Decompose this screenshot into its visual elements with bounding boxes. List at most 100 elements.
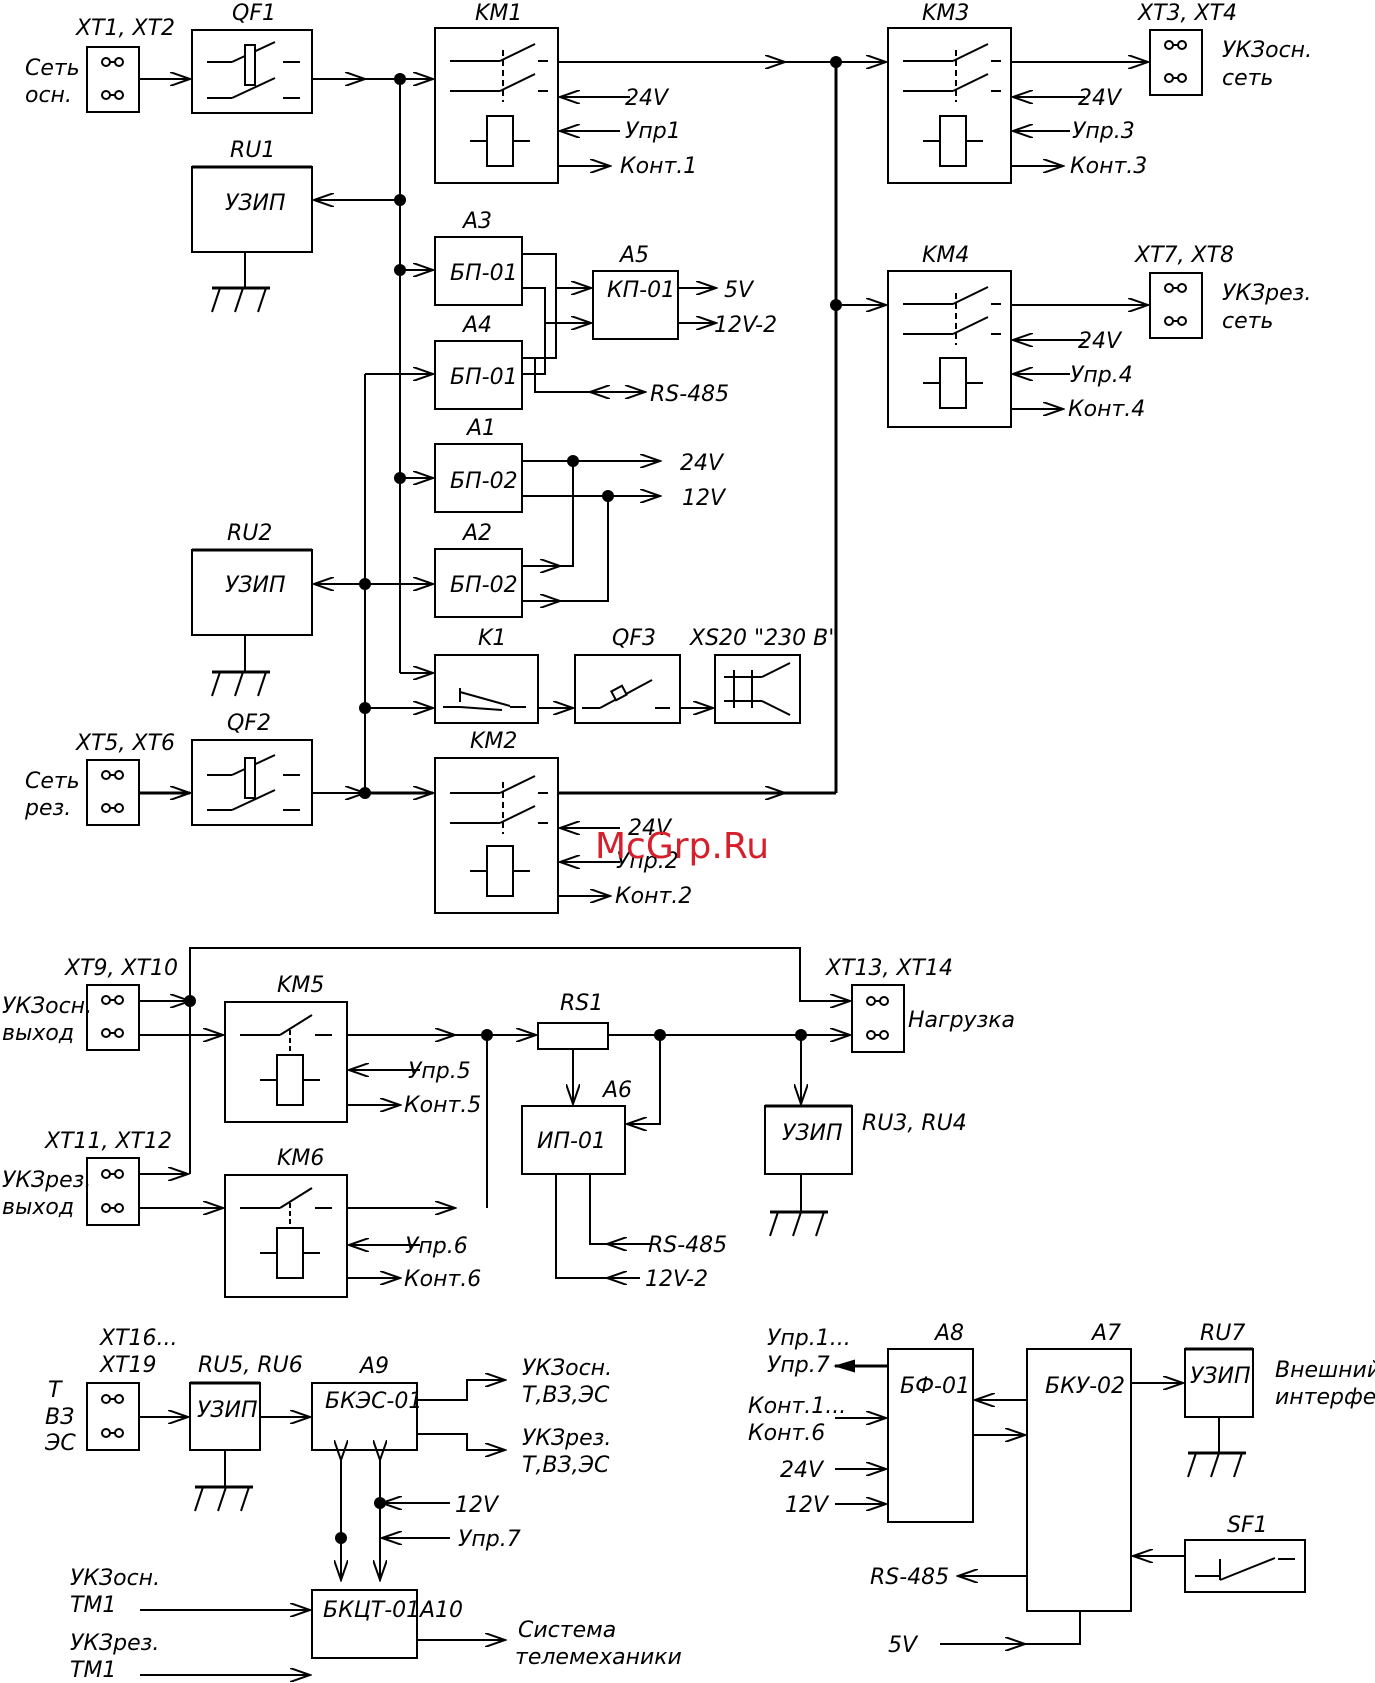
terminal-xt16-xt19 [86, 1382, 140, 1451]
label-xt9-xt10: XT9, XT10 [64, 956, 178, 981]
label-km2-upr: Упр.2 [616, 849, 679, 874]
surge-protector-ru2 [191, 548, 313, 697]
label-uk-rez-set-1: УКЗрез. [1222, 281, 1311, 306]
label-uk-rez-t1: УКЗрез. [522, 1426, 611, 1451]
label-km1-kont: Конт.1 [620, 154, 697, 179]
power-supply-a1 [434, 443, 523, 513]
switch-sf1 [1184, 1539, 1306, 1593]
label-a3: A3 [461, 209, 492, 234]
label-xt11-xt12: XT11, XT12 [44, 1129, 172, 1154]
label-nagruzka: Нагрузка [908, 1008, 1015, 1033]
label-km3: KM3 [922, 1, 969, 26]
socket-xs20 [714, 654, 801, 724]
label-bkes01: БКЭС-01 [325, 1389, 422, 1414]
label-rs485-3: RS-485 [870, 1565, 949, 1590]
meter-a6 [521, 1105, 626, 1175]
label-xt1-xt2: XT1, XT2 [75, 16, 175, 41]
label-uk-rez-out-2: выход [2, 1195, 74, 1220]
label-uk-osn-tm1: УКЗосн. [70, 1566, 160, 1591]
label-a9-upr7: Упр.7 [458, 1527, 521, 1552]
label-km3-kont: Конт.3 [1070, 154, 1147, 179]
terminal-xt7-xt8 [1149, 272, 1203, 339]
label-set-rez-1: Сеть [25, 769, 80, 794]
label-uk-osn-set-2: сеть [1222, 66, 1273, 91]
label-km4-kont: Конт.4 [1068, 397, 1145, 422]
label-xs20: XS20 "230 В" [689, 626, 838, 651]
label-set-osn-2: осн. [25, 83, 72, 108]
label-kont1-6a: Конт.1... [748, 1394, 846, 1419]
terminal-xt13-xt14 [851, 984, 905, 1053]
label-km4-24v: 24V [1078, 329, 1123, 354]
label-uzip-ru1: УЗИП [225, 191, 286, 216]
label-sf1: SF1 [1227, 1513, 1268, 1538]
label-12v-2b: 12V-2 [645, 1267, 708, 1292]
label-es: ЭС [44, 1431, 76, 1456]
label-km2-24v: 24V [628, 816, 673, 841]
surge-protector-ru5-ru6 [189, 1381, 261, 1512]
terminal-xt5-xt6 [86, 759, 140, 826]
watermark: McGrp.Ru [595, 826, 769, 867]
junctions-bottom-left [335, 1497, 386, 1544]
label-ru5-ru6: RU5, RU6 [198, 1353, 303, 1378]
converter-a5 [592, 270, 679, 340]
junctions-middle [184, 995, 807, 1041]
label-ru1: RU1 [230, 138, 275, 163]
wires-bottom-left [139, 1380, 505, 1675]
label-km1: KM1 [475, 1, 522, 26]
terminal-xt11-xt12 [86, 1157, 140, 1226]
label-bku02: БКУ-02 [1045, 1374, 1125, 1399]
module-a9 [311, 1382, 418, 1451]
label-12v: 12V [682, 486, 727, 511]
breaker-qf2 [191, 739, 313, 826]
label-upr1-7a: Упр.1... [767, 1326, 851, 1351]
wires-bottom-right [835, 1366, 1185, 1644]
label-uzip-ru7: УЗИП [1190, 1364, 1251, 1389]
label-uk-rez-tm1: УКЗрез. [70, 1631, 159, 1656]
label-xt5-xt6: XT5, XT6 [75, 731, 175, 756]
label-ext2: интерфейс [1275, 1385, 1375, 1410]
label-km1-upr: Упр1 [625, 119, 681, 144]
label-uzip-ru34: УЗИП [782, 1121, 843, 1146]
contactor-km5 [224, 1001, 348, 1123]
label-uk-osn-out-2: выход [2, 1021, 74, 1046]
label-bp01-a4: БП-01 [450, 365, 518, 390]
label-sys2: телемеханики [515, 1645, 682, 1670]
junctions-top [359, 56, 842, 799]
module-a7 [1026, 1348, 1132, 1612]
label-a2: A2 [461, 521, 492, 546]
label-5v: 5V [724, 278, 755, 303]
label-km3-24v: 24V [1078, 86, 1123, 111]
label-uk-rez-set-2: сеть [1222, 309, 1273, 334]
label-kp01: КП-01 [607, 278, 675, 303]
terminal-xt1-xt2 [86, 46, 140, 113]
module-a10 [311, 1589, 418, 1659]
label-uk-osn-set-1: УКЗосн. [1222, 38, 1312, 63]
label-a4: A4 [461, 313, 492, 338]
label-set-rez-2: рез. [24, 796, 71, 821]
label-ru7: RU7 [1200, 1321, 1245, 1346]
label-a9: A9 [358, 1354, 389, 1379]
label-a6: A6 [601, 1078, 632, 1103]
label-km6-kont: Конт.6 [404, 1267, 481, 1292]
label-uk-rez-out-1: УКЗрез. [2, 1168, 91, 1193]
label-24v: 24V [680, 451, 725, 476]
label-bp02-a2: БП-02 [450, 573, 518, 598]
label-km2-kont: Конт.2 [615, 884, 692, 909]
label-ru3-ru4: RU3, RU4 [862, 1111, 967, 1136]
shunt-rs1 [537, 1022, 609, 1050]
label-uzip-ru2: УЗИП [225, 573, 286, 598]
breaker-qf1 [191, 29, 313, 114]
label-a8: A8 [933, 1321, 964, 1346]
label-xt13-xt14: XT13, XT14 [825, 956, 953, 981]
label-kont1-6b: Конт.6 [748, 1421, 825, 1446]
label-xt7-xt8: XT7, XT8 [1134, 243, 1234, 268]
label-uk-osn-tm2: ТМ1 [70, 1593, 116, 1618]
label-bf-12v: 12V [785, 1493, 830, 1518]
label-a10: A10 [418, 1598, 463, 1623]
label-qf1: QF1 [232, 1, 276, 26]
label-km6: KM6 [277, 1146, 324, 1171]
label-km5-upr: Упр.5 [408, 1059, 471, 1084]
label-km4-upr: Упр.4 [1070, 363, 1133, 388]
label-uzip-ru56: УЗИП [197, 1398, 258, 1423]
